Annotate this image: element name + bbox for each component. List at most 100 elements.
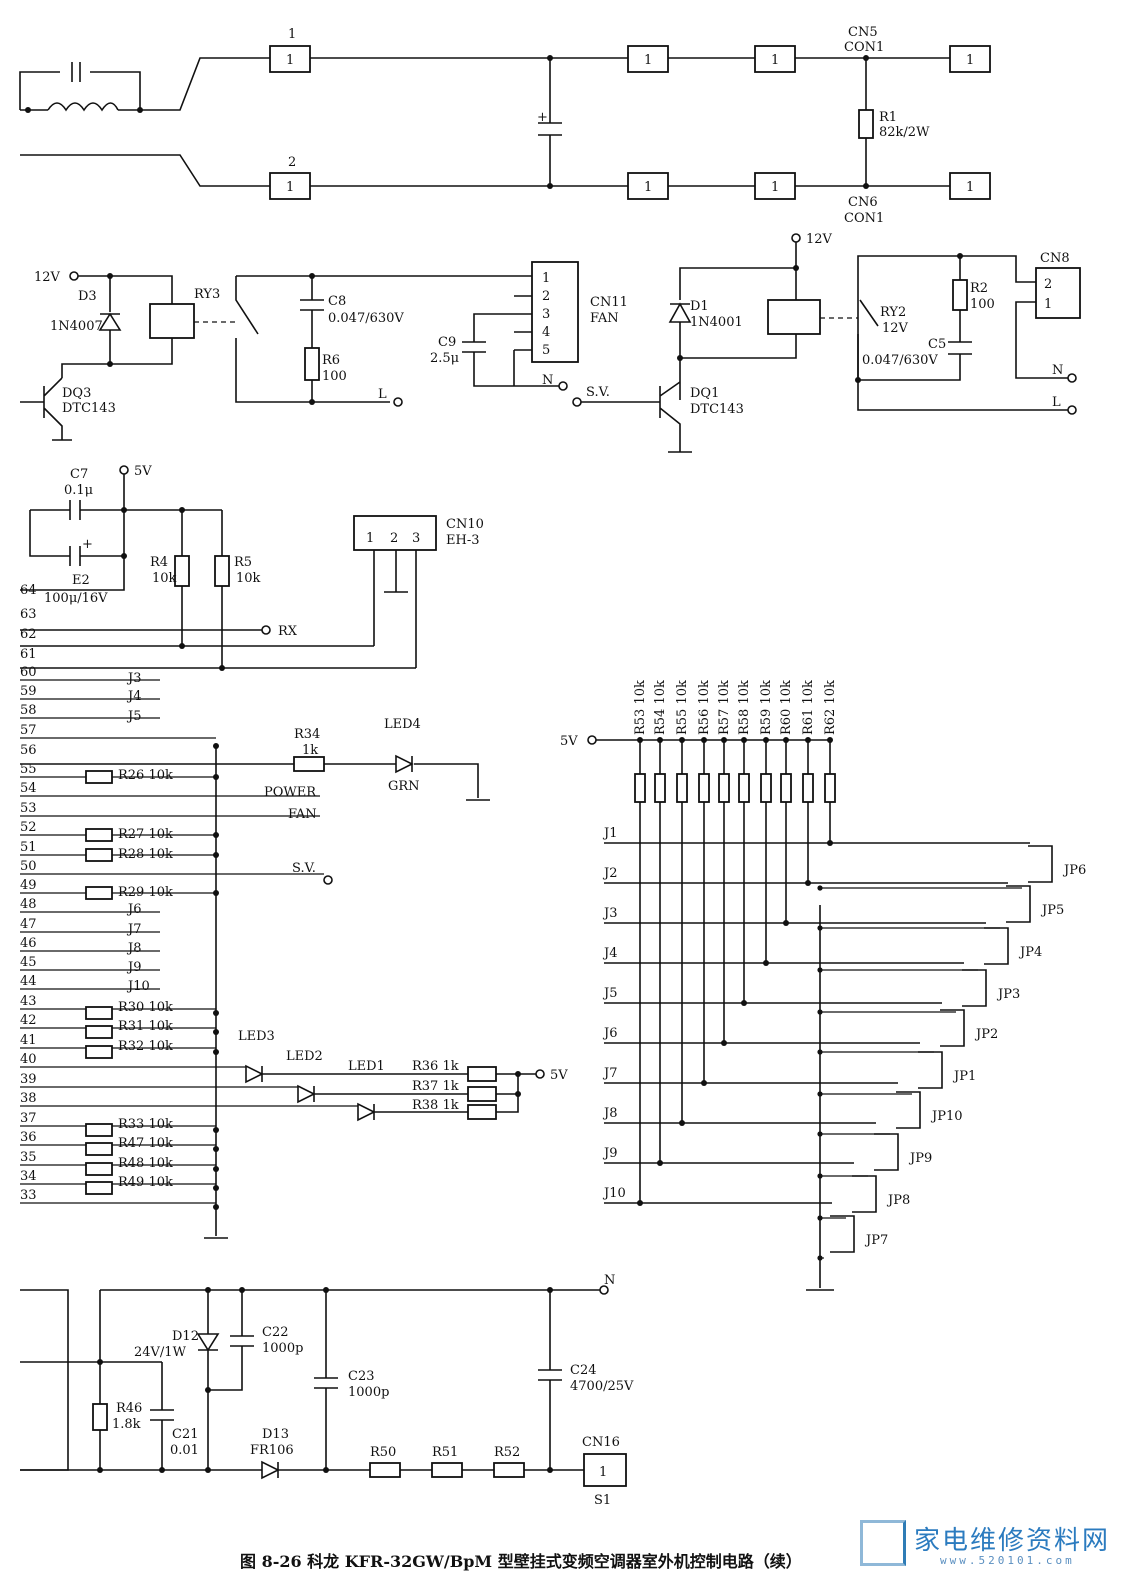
jumper-junction — [783, 920, 789, 926]
svg-text:POWER: POWER — [264, 785, 317, 800]
svg-text:R38 1k: R38 1k — [412, 1098, 459, 1113]
jumper-resistor — [654, 773, 666, 803]
jumper-row-label: J4 — [602, 946, 617, 961]
svg-text:1N4001: 1N4001 — [690, 315, 743, 330]
svg-text:3: 3 — [412, 531, 420, 546]
jumper-resistor-label: R55 10k — [675, 680, 690, 735]
svg-text:R46: R46 — [116, 1401, 142, 1416]
bus-pin-label: 35 — [20, 1150, 37, 1165]
svg-text:1: 1 — [644, 53, 652, 68]
svg-text:J4: J4 — [126, 689, 141, 704]
svg-text:1000p: 1000p — [262, 1341, 303, 1356]
jumper-row-label: J9 — [602, 1146, 617, 1161]
svg-text:5V: 5V — [550, 1068, 568, 1083]
jumper-resistor-label: R56 10k — [697, 680, 712, 735]
bus-pin-numbers: 6463626160595857565554535251504948474645… — [20, 583, 37, 1203]
bus-pin-label: 34 — [20, 1169, 37, 1184]
jumper-row-label: J6 — [602, 1026, 617, 1041]
bus-resistor — [85, 1025, 113, 1039]
svg-text:LED4: LED4 — [384, 717, 421, 732]
svg-text:CN11: CN11 — [590, 295, 628, 310]
svg-text:2: 2 — [288, 155, 296, 170]
jumper-resistor — [824, 773, 836, 803]
bus-pin-label: 46 — [20, 936, 37, 951]
svg-text:0.1μ: 0.1μ — [64, 483, 93, 498]
jumper-label: JP10 — [930, 1109, 963, 1124]
jumper-bracket — [940, 1009, 965, 1047]
jumper-bracket — [1006, 885, 1031, 923]
svg-text:1: 1 — [966, 180, 974, 195]
jumper-resistor-label: R54 10k — [653, 680, 668, 735]
site-logo: 家电维修资料网 www.520101.com — [860, 1518, 1130, 1576]
svg-text:1: 1 — [542, 271, 550, 286]
top-section: + 1 1 1 2 1 1 1 1 1 1 CN5 CON1 R1 82k/2W… — [19, 25, 991, 226]
svg-text:DTC143: DTC143 — [62, 401, 116, 416]
jumper-label: JP5 — [1040, 903, 1064, 918]
cap-polarity: + — [537, 110, 548, 125]
jumper-junction — [721, 1040, 727, 1046]
jumper-row-label: J3 — [602, 906, 617, 921]
svg-text:FAN: FAN — [288, 807, 317, 822]
power-section: N D12 24V/1W C22 1000p R46 1.8k C21 0.01… — [20, 1273, 634, 1508]
jumper-bracket — [830, 1215, 855, 1253]
jumper-bracket — [962, 969, 987, 1007]
jumper-row-label: J2 — [602, 866, 617, 881]
svg-text:S.V.: S.V. — [292, 861, 316, 876]
svg-text:0.01: 0.01 — [170, 1443, 199, 1458]
svg-text:J7: J7 — [126, 922, 141, 937]
cn6-ref: CN6 — [848, 195, 878, 210]
svg-text:J8: J8 — [126, 941, 141, 956]
svg-text:LED2: LED2 — [286, 1049, 323, 1064]
bus-resistor — [85, 848, 113, 862]
svg-text:C23: C23 — [348, 1369, 375, 1384]
bus-pin-label: 59 — [20, 684, 37, 699]
bus-pin-label: 55 — [20, 762, 37, 777]
svg-text:R37 1k: R37 1k — [412, 1079, 459, 1094]
bus-section — [20, 679, 468, 1210]
jumper-resistor-label: R59 10k — [759, 680, 774, 735]
bus-resistor — [85, 1162, 113, 1176]
jumper-label: JP8 — [886, 1193, 910, 1208]
jumper-junction — [679, 1120, 685, 1126]
bus-pin-label: 41 — [20, 1033, 37, 1048]
bus-resistor — [85, 1045, 113, 1059]
bus-pin-label: 47 — [20, 917, 37, 932]
svg-text:E2: E2 — [72, 573, 90, 588]
svg-text:1: 1 — [288, 27, 296, 42]
svg-text:12V: 12V — [806, 232, 833, 247]
bus-pin-label: 56 — [20, 743, 37, 758]
jumper-row-label: J5 — [602, 986, 617, 1001]
jumper-label: JP4 — [1018, 945, 1042, 960]
bus-resistor — [85, 1123, 113, 1137]
svg-text:100: 100 — [322, 369, 347, 384]
svg-text:J10: J10 — [126, 979, 150, 994]
jumper-resistor-label: R58 10k — [737, 680, 752, 735]
svg-text:D3: D3 — [78, 289, 97, 304]
svg-text:R36 1k: R36 1k — [412, 1059, 459, 1074]
jumper-bracket — [852, 1175, 877, 1213]
svg-text:1N4007: 1N4007 — [50, 319, 103, 334]
jumper-junction — [817, 1255, 823, 1261]
svg-text:5V: 5V — [560, 734, 578, 749]
bus-pin-label: 60 — [20, 665, 37, 680]
jumper-resistor-label: R61 10k — [801, 680, 816, 735]
svg-text:1: 1 — [286, 180, 294, 195]
svg-text:J9: J9 — [126, 960, 141, 975]
bus-pin-label: 54 — [20, 781, 37, 796]
svg-text:2: 2 — [390, 531, 398, 546]
jumper-resistor — [718, 773, 730, 803]
svg-text:GRN: GRN — [388, 779, 420, 794]
jumper-row-label: J7 — [602, 1066, 617, 1081]
bus-pin-label: 42 — [20, 1013, 37, 1028]
bus-pin-label: 40 — [20, 1052, 37, 1067]
svg-text:R50: R50 — [370, 1445, 396, 1460]
svg-text:FAN: FAN — [590, 311, 619, 326]
jumper-bracket — [896, 1091, 921, 1129]
jumper-junction — [701, 1080, 707, 1086]
svg-text:1: 1 — [366, 531, 374, 546]
bus-resistor — [85, 828, 113, 842]
terminal-1: 1 1 — [269, 27, 311, 73]
svg-text:N: N — [1052, 363, 1063, 378]
